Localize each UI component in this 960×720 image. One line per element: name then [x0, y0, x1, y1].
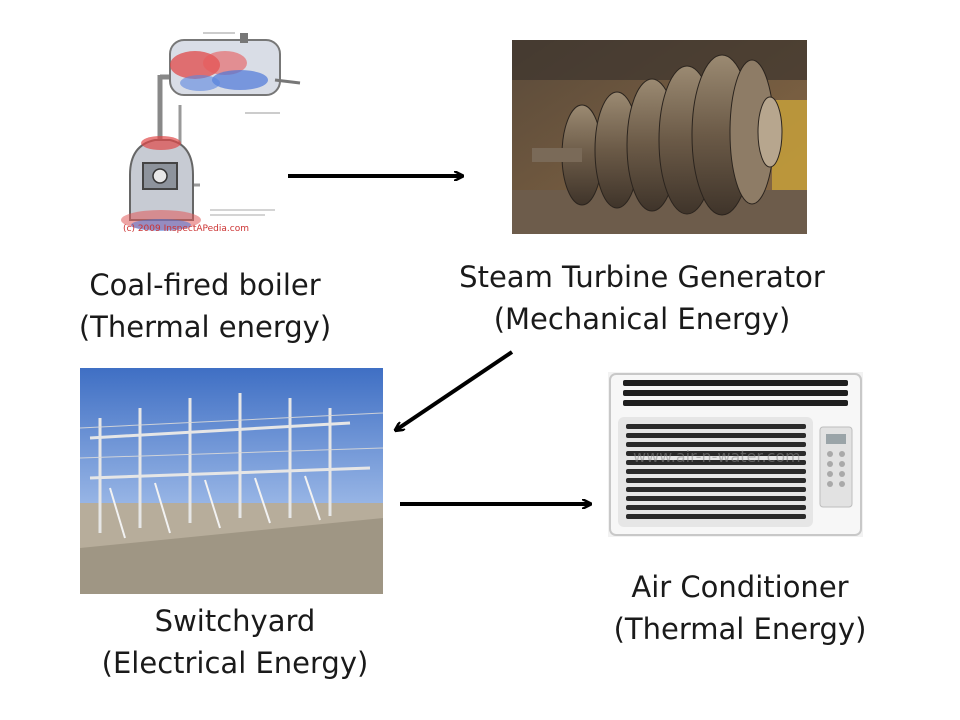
air-conditioner-image: www.air-n-water.com: [608, 372, 863, 537]
boiler-image: (c) 2009 InspectAPedia.com: [115, 25, 305, 250]
boiler-energy-type: (Thermal energy): [78, 310, 332, 344]
turbine-caption: Steam Turbine Generator (Mechanical Ener…: [432, 256, 852, 340]
arrow-turbine-to-switchyard: [396, 350, 514, 430]
switchyard-energy-type: (Electrical Energy): [101, 646, 369, 680]
air-conditioner-title: Air Conditioner: [631, 570, 849, 604]
boiler-watermark: (c) 2009 InspectAPedia.com: [123, 224, 249, 234]
air-conditioner-energy-type: (Thermal Energy): [613, 612, 867, 646]
boiler-title: Coal-fired boiler: [89, 268, 321, 302]
switchyard-image: [80, 368, 383, 594]
air-conditioner-icon: www.air-n-water.com: [609, 373, 862, 536]
turbine-title: Steam Turbine Generator: [459, 260, 825, 294]
turbine-icon: [512, 40, 807, 234]
air-conditioner-watermark: www.air-n-water.com: [633, 447, 801, 466]
switchyard-title: Switchyard: [154, 604, 316, 638]
air-conditioner-caption: Air Conditioner (Thermal Energy): [590, 566, 890, 650]
switchyard-caption: Switchyard (Electrical Energy): [85, 600, 385, 684]
turbine-energy-type: (Mechanical Energy): [493, 302, 791, 336]
boiler-icon: (c) 2009 InspectAPedia.com: [121, 32, 301, 234]
boiler-caption: Coal-fired boiler (Thermal energy): [55, 264, 355, 348]
switchyard-icon: [80, 368, 383, 594]
turbine-image: [512, 40, 807, 234]
